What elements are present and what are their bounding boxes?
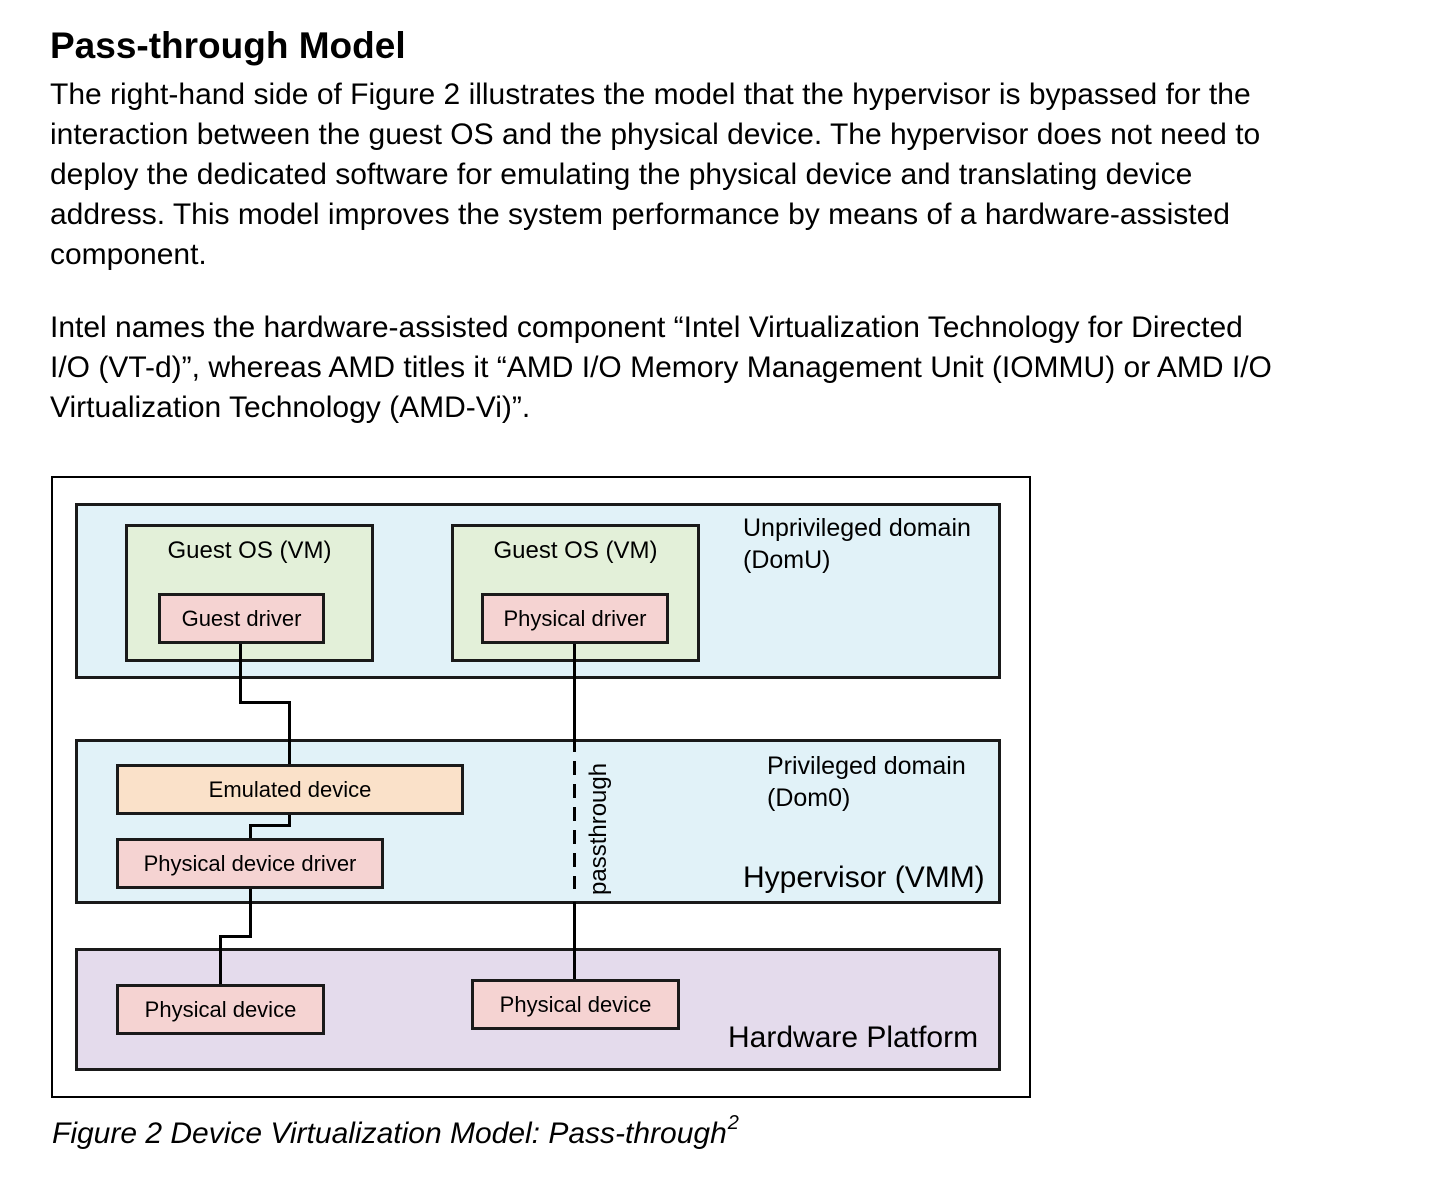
hypervisor-label: Hypervisor (VMM) <box>743 861 985 894</box>
paragraph-line: interaction between the guest OS and the… <box>50 118 1261 151</box>
emulated-device-box: Emulated device <box>116 764 464 815</box>
guest-os-right-label: Guest OS (VM) <box>493 537 658 564</box>
passthrough-line <box>573 644 576 752</box>
connector-line <box>239 644 242 704</box>
paragraph-line: I/O (VT-d)”, whereas AMD titles it “AMD … <box>50 351 1272 384</box>
physical-device-driver-box: Physical device driver <box>116 838 384 889</box>
paragraph-line: deploy the dedicated software for emulat… <box>50 158 1193 191</box>
emulated-device-label: Emulated device <box>208 776 372 802</box>
physical-device-left-label: Physical device <box>144 996 297 1022</box>
unprivileged-domain-label: Unprivileged domain (DomU) <box>743 512 971 576</box>
connector-line <box>288 815 291 827</box>
paragraph-1: The right-hand side of Figure 2 illustra… <box>50 75 1410 275</box>
connector-line <box>239 701 291 704</box>
passthrough-line <box>573 902 576 979</box>
guest-driver-box: Guest driver <box>158 593 325 644</box>
physical-device-left-box: Physical device <box>116 984 325 1035</box>
passthrough-label: passthrough <box>585 762 612 895</box>
passthrough-dashed-line <box>573 761 576 889</box>
connector-line <box>249 824 252 838</box>
label-line: (Dom0) <box>767 784 851 812</box>
hardware-platform-label: Hardware Platform <box>728 1021 979 1054</box>
connector-line <box>249 824 291 827</box>
paragraph-line: address. This model improves the system … <box>50 198 1230 231</box>
physical-driver-box: Physical driver <box>481 593 669 644</box>
connector-line <box>249 889 252 938</box>
privileged-domain-label: Privileged domain (Dom0) <box>767 750 966 814</box>
paragraph-2: Intel names the hardware-assisted compon… <box>50 308 1425 428</box>
physical-driver-label: Physical driver <box>503 605 647 631</box>
guest-os-left-label: Guest OS (VM) <box>167 537 332 564</box>
connector-line <box>219 935 222 984</box>
physical-device-right-label: Physical device <box>499 991 652 1017</box>
paragraph-line: The right-hand side of Figure 2 illustra… <box>50 78 1251 111</box>
label-line: (DomU) <box>743 546 831 574</box>
physical-device-right-box: Physical device <box>471 979 680 1030</box>
connector-line <box>288 701 291 764</box>
section-heading: Pass-through Model <box>50 25 406 66</box>
paragraph-line: Intel names the hardware-assisted compon… <box>50 311 1243 344</box>
figure-diagram: Unprivileged domain (DomU) Privileged do… <box>51 476 1031 1098</box>
paragraph-line: component. <box>50 238 207 271</box>
label-line: Privileged domain <box>767 752 966 780</box>
figure-caption-text: Figure 2 Device Virtualization Model: Pa… <box>52 1117 727 1150</box>
label-line: Unprivileged domain <box>743 514 971 542</box>
figure-caption: Figure 2 Device Virtualization Model: Pa… <box>52 1103 739 1154</box>
paragraph-line: Virtualization Technology (AMD-Vi)”. <box>50 391 531 424</box>
physical-device-driver-label: Physical device driver <box>143 850 357 876</box>
caption-footnote-marker: 2 <box>727 1112 739 1134</box>
guest-driver-label: Guest driver <box>181 605 302 631</box>
connector-line <box>219 935 252 938</box>
